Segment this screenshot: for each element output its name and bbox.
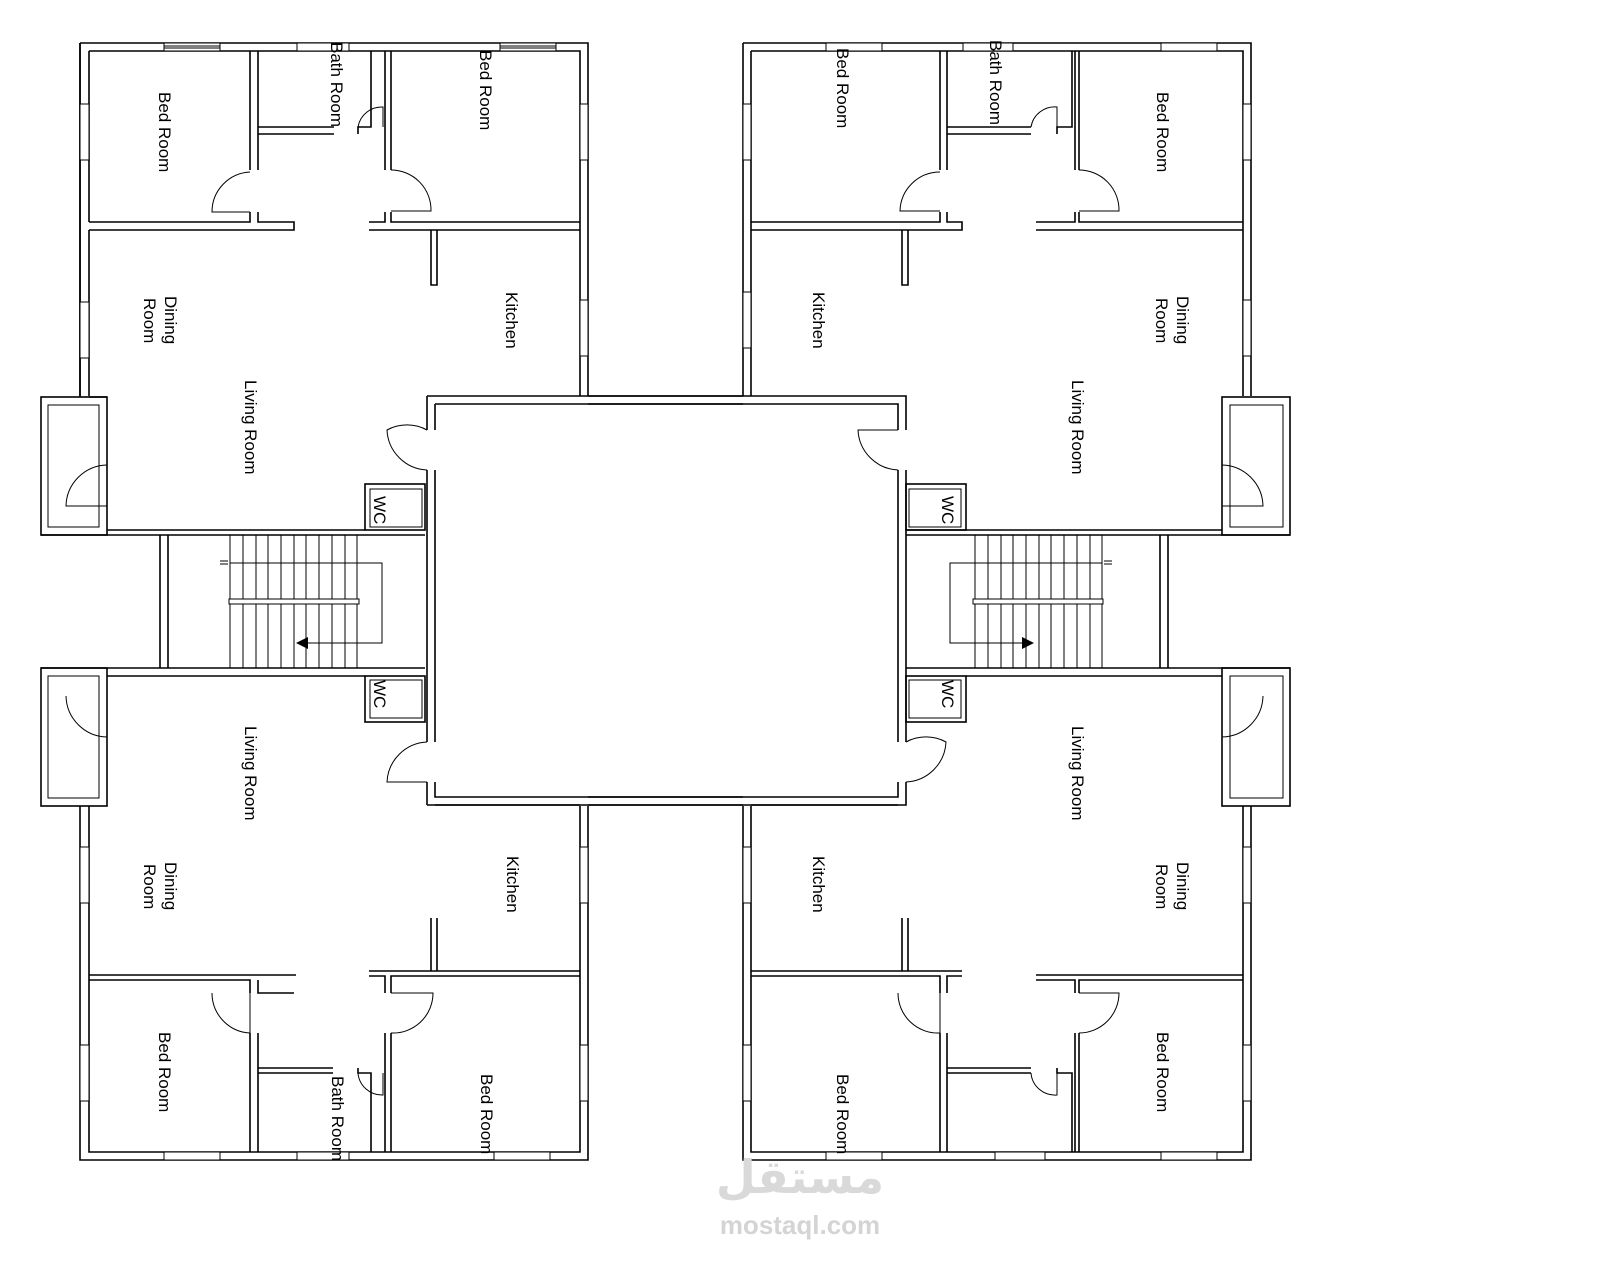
window <box>579 299 589 357</box>
room-label-dining: Room <box>1152 298 1171 343</box>
room-label-dining: Dining <box>161 296 180 344</box>
room-label-wc: WC <box>370 496 389 524</box>
door-swing <box>390 169 432 212</box>
window <box>79 1044 90 1102</box>
room-label-bedroom: Bed Room <box>476 50 495 130</box>
door-swing <box>899 171 941 212</box>
window <box>296 1151 350 1161</box>
door-swing <box>1221 695 1264 738</box>
room-label-bedroom: Bed Room <box>833 48 852 128</box>
door-swing <box>905 736 947 783</box>
door-swing <box>390 992 434 1034</box>
unit-bottom-right: Living Room WC Kitchen Dining Room Bed R… <box>742 667 1291 1161</box>
room-label-dining: Dining <box>1173 296 1192 344</box>
door-swing <box>1221 464 1264 507</box>
wc-room <box>364 675 426 723</box>
watermark-logo: مستقل <box>715 1150 885 1204</box>
door-swing <box>211 992 251 1034</box>
door-swing <box>857 429 899 471</box>
window <box>994 1151 1046 1161</box>
window <box>742 291 752 349</box>
room-label-bedroom: Bed Room <box>155 1032 174 1112</box>
window <box>163 42 221 52</box>
arrow-left-icon <box>296 637 308 649</box>
room-label-bedroom: Bed Room <box>1153 92 1172 172</box>
unit-top-right: Bed Room Bath Room Bed Room Kitchen Dini… <box>742 40 1291 536</box>
window <box>579 103 589 161</box>
wc-room <box>364 483 426 531</box>
door-swing <box>386 741 428 783</box>
door-swing <box>65 464 108 507</box>
room-label-living: Living Room <box>1068 726 1087 821</box>
window <box>163 1151 221 1161</box>
window <box>962 42 1014 52</box>
room-label-dining: Room <box>140 298 159 343</box>
window <box>579 846 589 904</box>
room-label-bathroom: Bath Room <box>986 40 1005 125</box>
room-label-dining: Dining <box>161 862 180 910</box>
stair-landing-rail <box>972 598 1104 605</box>
balcony <box>1221 667 1291 807</box>
room-label-bedroom: Bed Room <box>1153 1032 1172 1112</box>
room-label-dining: Room <box>1152 864 1171 909</box>
room-label-bedroom: Bed Room <box>155 92 174 172</box>
window <box>79 301 90 359</box>
room-label-wc: WC <box>370 680 389 708</box>
window <box>1242 1044 1252 1102</box>
arrow-right-icon <box>1022 637 1034 649</box>
window <box>296 42 350 52</box>
window <box>79 846 90 904</box>
window <box>579 1044 589 1102</box>
room-label-bedroom: Bed Room <box>833 1074 852 1154</box>
window <box>493 1151 551 1161</box>
door-swing <box>211 171 251 213</box>
wc-room <box>905 675 967 723</box>
room-label-living: Living Room <box>241 726 260 821</box>
room-label-kitchen: Kitchen <box>809 292 828 349</box>
window <box>825 1151 883 1161</box>
room-label-kitchen: Kitchen <box>502 292 521 349</box>
door-swing <box>1030 106 1058 128</box>
window <box>499 42 557 52</box>
door-swing <box>386 424 428 471</box>
window <box>742 103 752 161</box>
room-label-dining: Room <box>140 864 159 909</box>
window <box>79 103 90 161</box>
room-label-wc: WC <box>938 680 957 708</box>
window <box>742 846 752 904</box>
balcony <box>40 667 108 807</box>
room-label-dining: Dining <box>1173 862 1192 910</box>
room-label-kitchen: Kitchen <box>503 856 522 913</box>
room-label-bathroom: Bath Room <box>327 42 346 127</box>
room-label-bedroom: Bed Room <box>477 1074 496 1154</box>
stair-direction-line <box>230 562 383 644</box>
stair-direction-line <box>949 562 1102 644</box>
door-swing <box>1078 169 1120 212</box>
central-core <box>386 395 947 806</box>
room-label-bathroom: Bath Room <box>328 1076 347 1161</box>
staircase-right <box>949 535 1169 668</box>
door-swing <box>1078 992 1120 1034</box>
room-label-living: Living Room <box>241 380 260 475</box>
watermark-site: mostaql.com <box>719 1210 881 1240</box>
unit-bottom-left: Living Room WC Dining Room Kitchen Bed R… <box>40 667 589 1161</box>
door-swing <box>897 992 941 1034</box>
window <box>1242 846 1252 904</box>
stair-landing-rail <box>228 598 360 605</box>
window <box>825 42 883 52</box>
room-label-kitchen: Kitchen <box>809 856 828 913</box>
door-swing <box>357 106 384 128</box>
unit-top-left: Bed Room Bath Room Bed Room Dining Room … <box>40 42 589 536</box>
window <box>1242 103 1252 161</box>
door-swing <box>1030 1072 1058 1096</box>
room-label-living: Living Room <box>1068 380 1087 475</box>
staircase-left <box>159 535 383 668</box>
door-swing <box>65 695 108 738</box>
door-swing <box>357 1072 384 1096</box>
room-label-wc: WC <box>938 496 957 524</box>
window <box>1160 1151 1218 1161</box>
window <box>742 1044 752 1102</box>
window <box>1242 299 1252 357</box>
window <box>1160 42 1218 52</box>
